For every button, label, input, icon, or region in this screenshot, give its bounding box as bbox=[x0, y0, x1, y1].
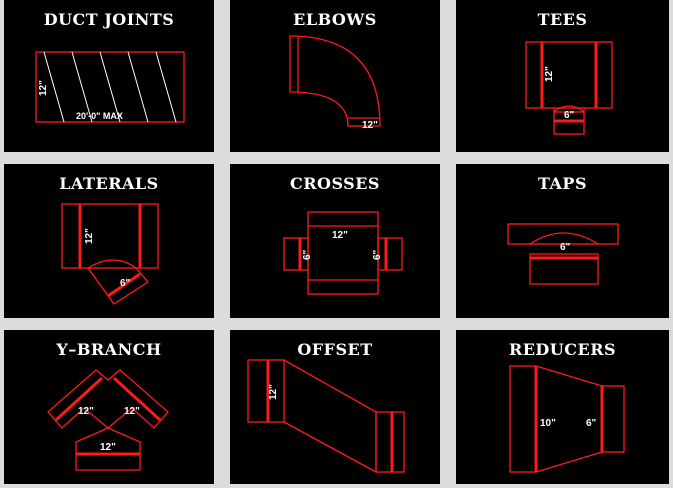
panel-title: CROSSES bbox=[290, 174, 380, 193]
taps-tap-label: 6" bbox=[560, 242, 571, 253]
y-branch-left-label: 12" bbox=[78, 406, 94, 417]
panel-title: LATERALS bbox=[59, 174, 159, 193]
panel-title: ELBOWS bbox=[293, 10, 377, 29]
duct-joints-length-label: 20'-0" MAX bbox=[76, 111, 123, 121]
crosses-right-label: 6" bbox=[372, 249, 383, 260]
laterals-branch-label: 6" bbox=[120, 278, 131, 289]
crosses-left-label: 6" bbox=[302, 249, 313, 260]
y-branch-right-label: 12" bbox=[124, 406, 140, 417]
elbows-size-label: 12" bbox=[362, 120, 378, 131]
panel-duct-joints: 12" 20'-0" MAX DUCT JOINTS bbox=[4, 0, 214, 152]
tees-main-label: 12" bbox=[544, 66, 555, 82]
panel-crosses: 12" 6" 6" CROSSES bbox=[230, 164, 440, 318]
reducers-large-label: 10" bbox=[540, 418, 556, 429]
panel-title: TAPS bbox=[537, 174, 588, 193]
panel-laterals: 12" 6" LATERALS bbox=[4, 164, 214, 318]
panel-offset: 12" OFFSET bbox=[230, 330, 440, 484]
tees-branch-label: 6" bbox=[564, 110, 575, 121]
laterals-main-label: 12" bbox=[84, 228, 95, 244]
panel-title: Y–BRANCH bbox=[56, 340, 162, 359]
reducers-small-label: 6" bbox=[586, 418, 597, 429]
offset-size-label: 12" bbox=[268, 384, 279, 400]
crosses-main-label: 12" bbox=[332, 230, 348, 241]
panel-reducers: 10" 6" REDUCERS bbox=[456, 330, 669, 484]
panel-title: TEES bbox=[537, 10, 588, 29]
panel-y-branch: 12" 12" 12" Y–BRANCH bbox=[4, 330, 214, 484]
panel-elbows: 12" ELBOWS bbox=[230, 0, 440, 152]
duct-joints-height-label: 12" bbox=[38, 80, 49, 96]
y-branch-bottom-label: 12" bbox=[100, 442, 116, 453]
panel-taps: 6" TAPS bbox=[456, 164, 669, 318]
panel-tees: 12" 6" TEES bbox=[456, 0, 669, 152]
panel-title: REDUCERS bbox=[508, 340, 617, 359]
panel-title: OFFSET bbox=[297, 340, 373, 359]
panel-title: DUCT JOINTS bbox=[43, 10, 175, 29]
